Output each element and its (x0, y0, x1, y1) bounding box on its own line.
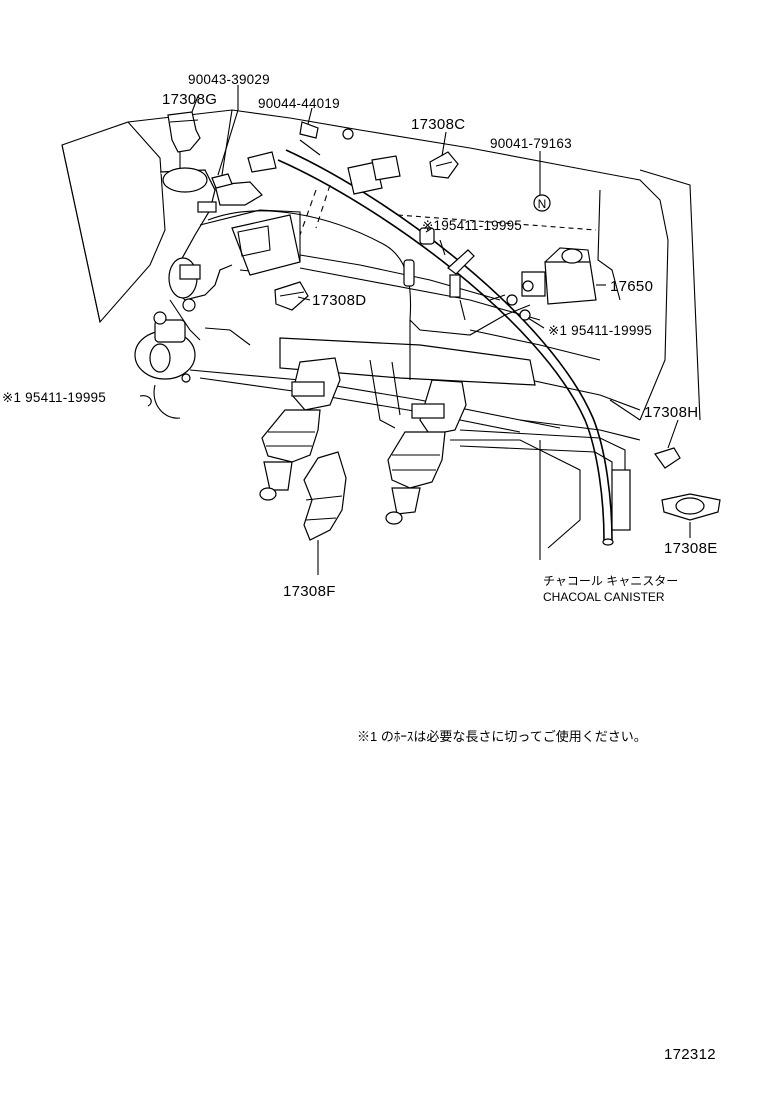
vacuum-hose (153, 210, 531, 419)
bolt-90044 (299, 121, 319, 139)
label-195411-right: ※1 95411-19995 (548, 323, 652, 338)
vacuum-switching-valve-box (231, 214, 301, 276)
canister-label-en: CHACOAL CANISTER (543, 590, 665, 604)
throttle-body (134, 298, 251, 383)
figure-number: 172312 (664, 1046, 716, 1063)
injector-right (385, 379, 467, 525)
clamp-17308d (274, 281, 309, 311)
label-17308f: 17308F (283, 583, 336, 600)
head-fittings (247, 128, 401, 195)
label-17308g: 17308G (162, 91, 217, 108)
vsv-connector-pipes (419, 227, 475, 321)
label-90041-79163: 90041-79163 (490, 136, 572, 151)
clamp-17308e (661, 493, 721, 521)
clamp-17308f (303, 451, 347, 575)
intake-manifold (159, 167, 301, 341)
n-marker: N (533, 194, 551, 212)
clamp-17308h (654, 447, 681, 469)
canister-label-jp: チャコール キャニスター (543, 574, 678, 588)
label-195411-left: ※1 95411-19995 (2, 390, 106, 405)
label-90043-39029: 90043-39029 (188, 72, 270, 87)
label-17308e: 17308E (664, 540, 718, 557)
fuel-rail (189, 337, 561, 433)
bolt-90043 (211, 173, 233, 189)
hose-cutting-note: ※1 のﾎｰｽは必要な長さに切ってご使用ください。 (357, 729, 647, 744)
solenoid-valve-17650 (489, 247, 597, 321)
label-195411-top: ※195411-19995 (422, 218, 522, 233)
clamp-17308c (429, 151, 459, 179)
clamp-17308g (167, 111, 201, 168)
n-marker-label: N (538, 197, 547, 211)
leader-lines (139, 85, 691, 538)
injector-left (259, 357, 341, 501)
canister-hose (277, 149, 614, 546)
label-17308h: 17308H (644, 404, 698, 421)
label-17650: 17650 (610, 278, 653, 295)
label-17308c: 17308C (411, 116, 465, 133)
label-17308d: 17308D (312, 292, 366, 309)
label-90044-44019: 90044-44019 (258, 96, 340, 111)
